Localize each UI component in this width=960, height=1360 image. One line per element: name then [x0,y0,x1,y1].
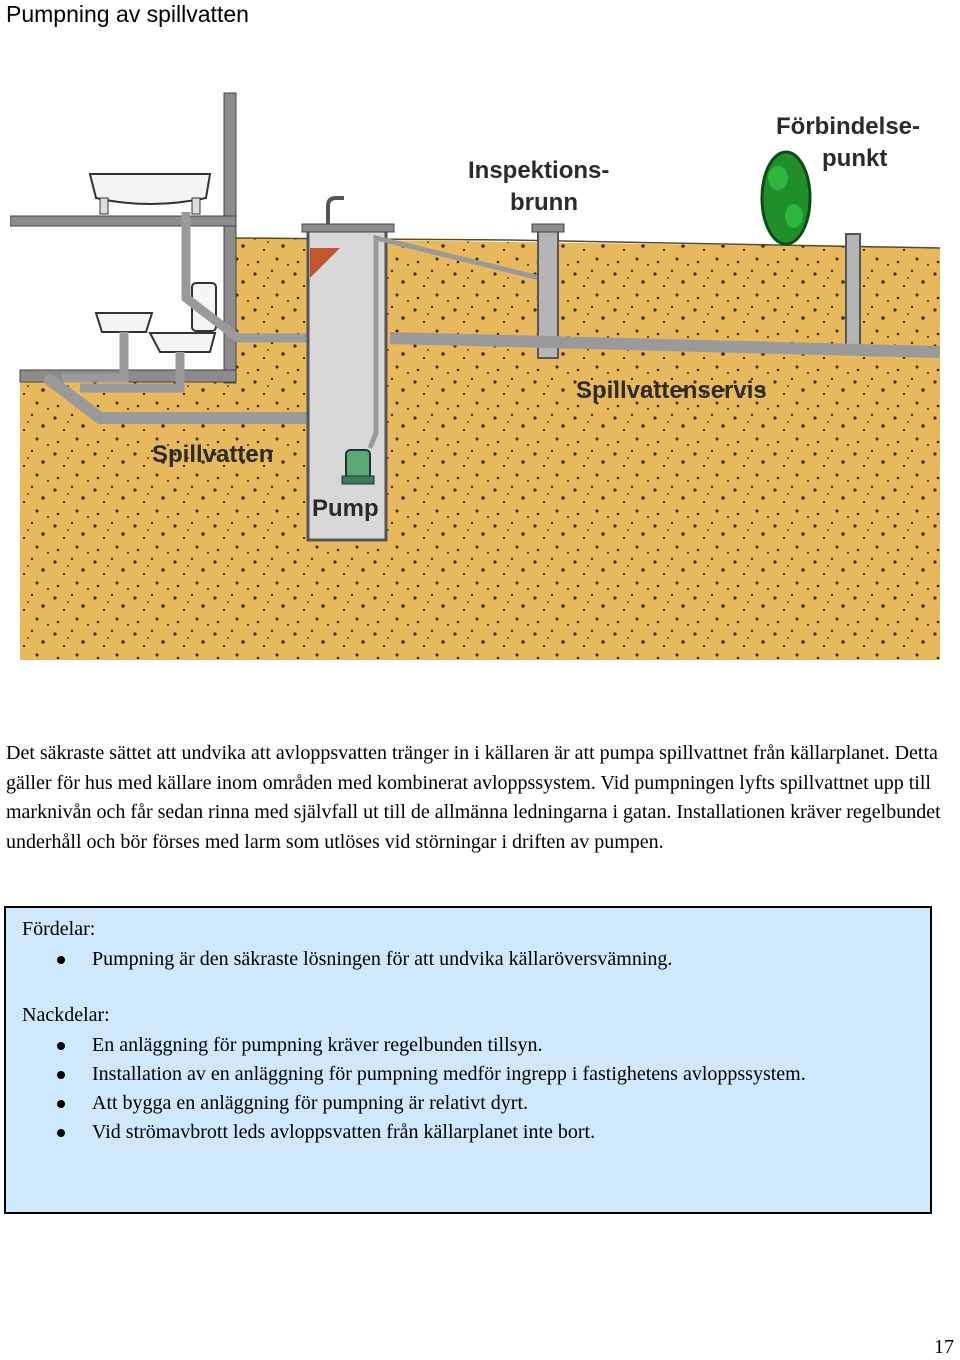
page-number: 17 [934,1336,954,1358]
label-inspection-2: brunn [510,189,578,216]
bullet-icon [57,1100,65,1108]
upper-floor [10,216,236,226]
bathtub-icon [90,174,210,214]
faucet-icon [328,198,344,224]
label-service: Spillvattenservis [576,377,767,404]
sink-icon [96,313,152,332]
disadvantages-list: En anläggning för pumpning kräver regelb… [6,1031,866,1147]
label-pump: Pump [312,495,379,522]
bullet-icon [57,1129,65,1137]
list-item: En anläggning för pumpning kräver regelb… [6,1031,866,1060]
label-connection-2: punkt [822,145,887,172]
bullet-icon [57,1071,65,1079]
advantages-heading: Fördelar: [22,916,95,942]
connection-riser [846,234,860,354]
label-connection-1: Förbindelse- [776,113,920,140]
shrub-icon [762,152,810,244]
list-item: Installation av en anläggning för pumpni… [6,1060,866,1089]
pump-icon [342,450,374,484]
pump-diagram: Inspektions- brunn Förbindelse- punkt Sp… [10,88,940,668]
disadvantages-heading: Nackdelar: [22,1002,110,1028]
body-paragraph: Det säkraste sättet att undvika att avlo… [6,739,956,857]
label-wastewater: Spillvatten [152,441,273,468]
list-item: Pumpning är den säkraste lösningen för a… [6,945,866,974]
label-inspection-1: Inspektions- [468,157,609,184]
pros-cons-box: Fördelar: Pumpning är den säkraste lösni… [4,906,932,1214]
advantages-list: Pumpning är den säkraste lösningen för a… [6,945,866,974]
bullet-icon [57,956,65,964]
list-item: Att bygga en anläggning för pumpning är … [6,1089,866,1118]
bullet-icon [57,1042,65,1050]
list-item: Vid strömavbrott leds avloppsvatten från… [6,1118,866,1147]
page-title: Pumpning av spillvatten [6,0,249,28]
